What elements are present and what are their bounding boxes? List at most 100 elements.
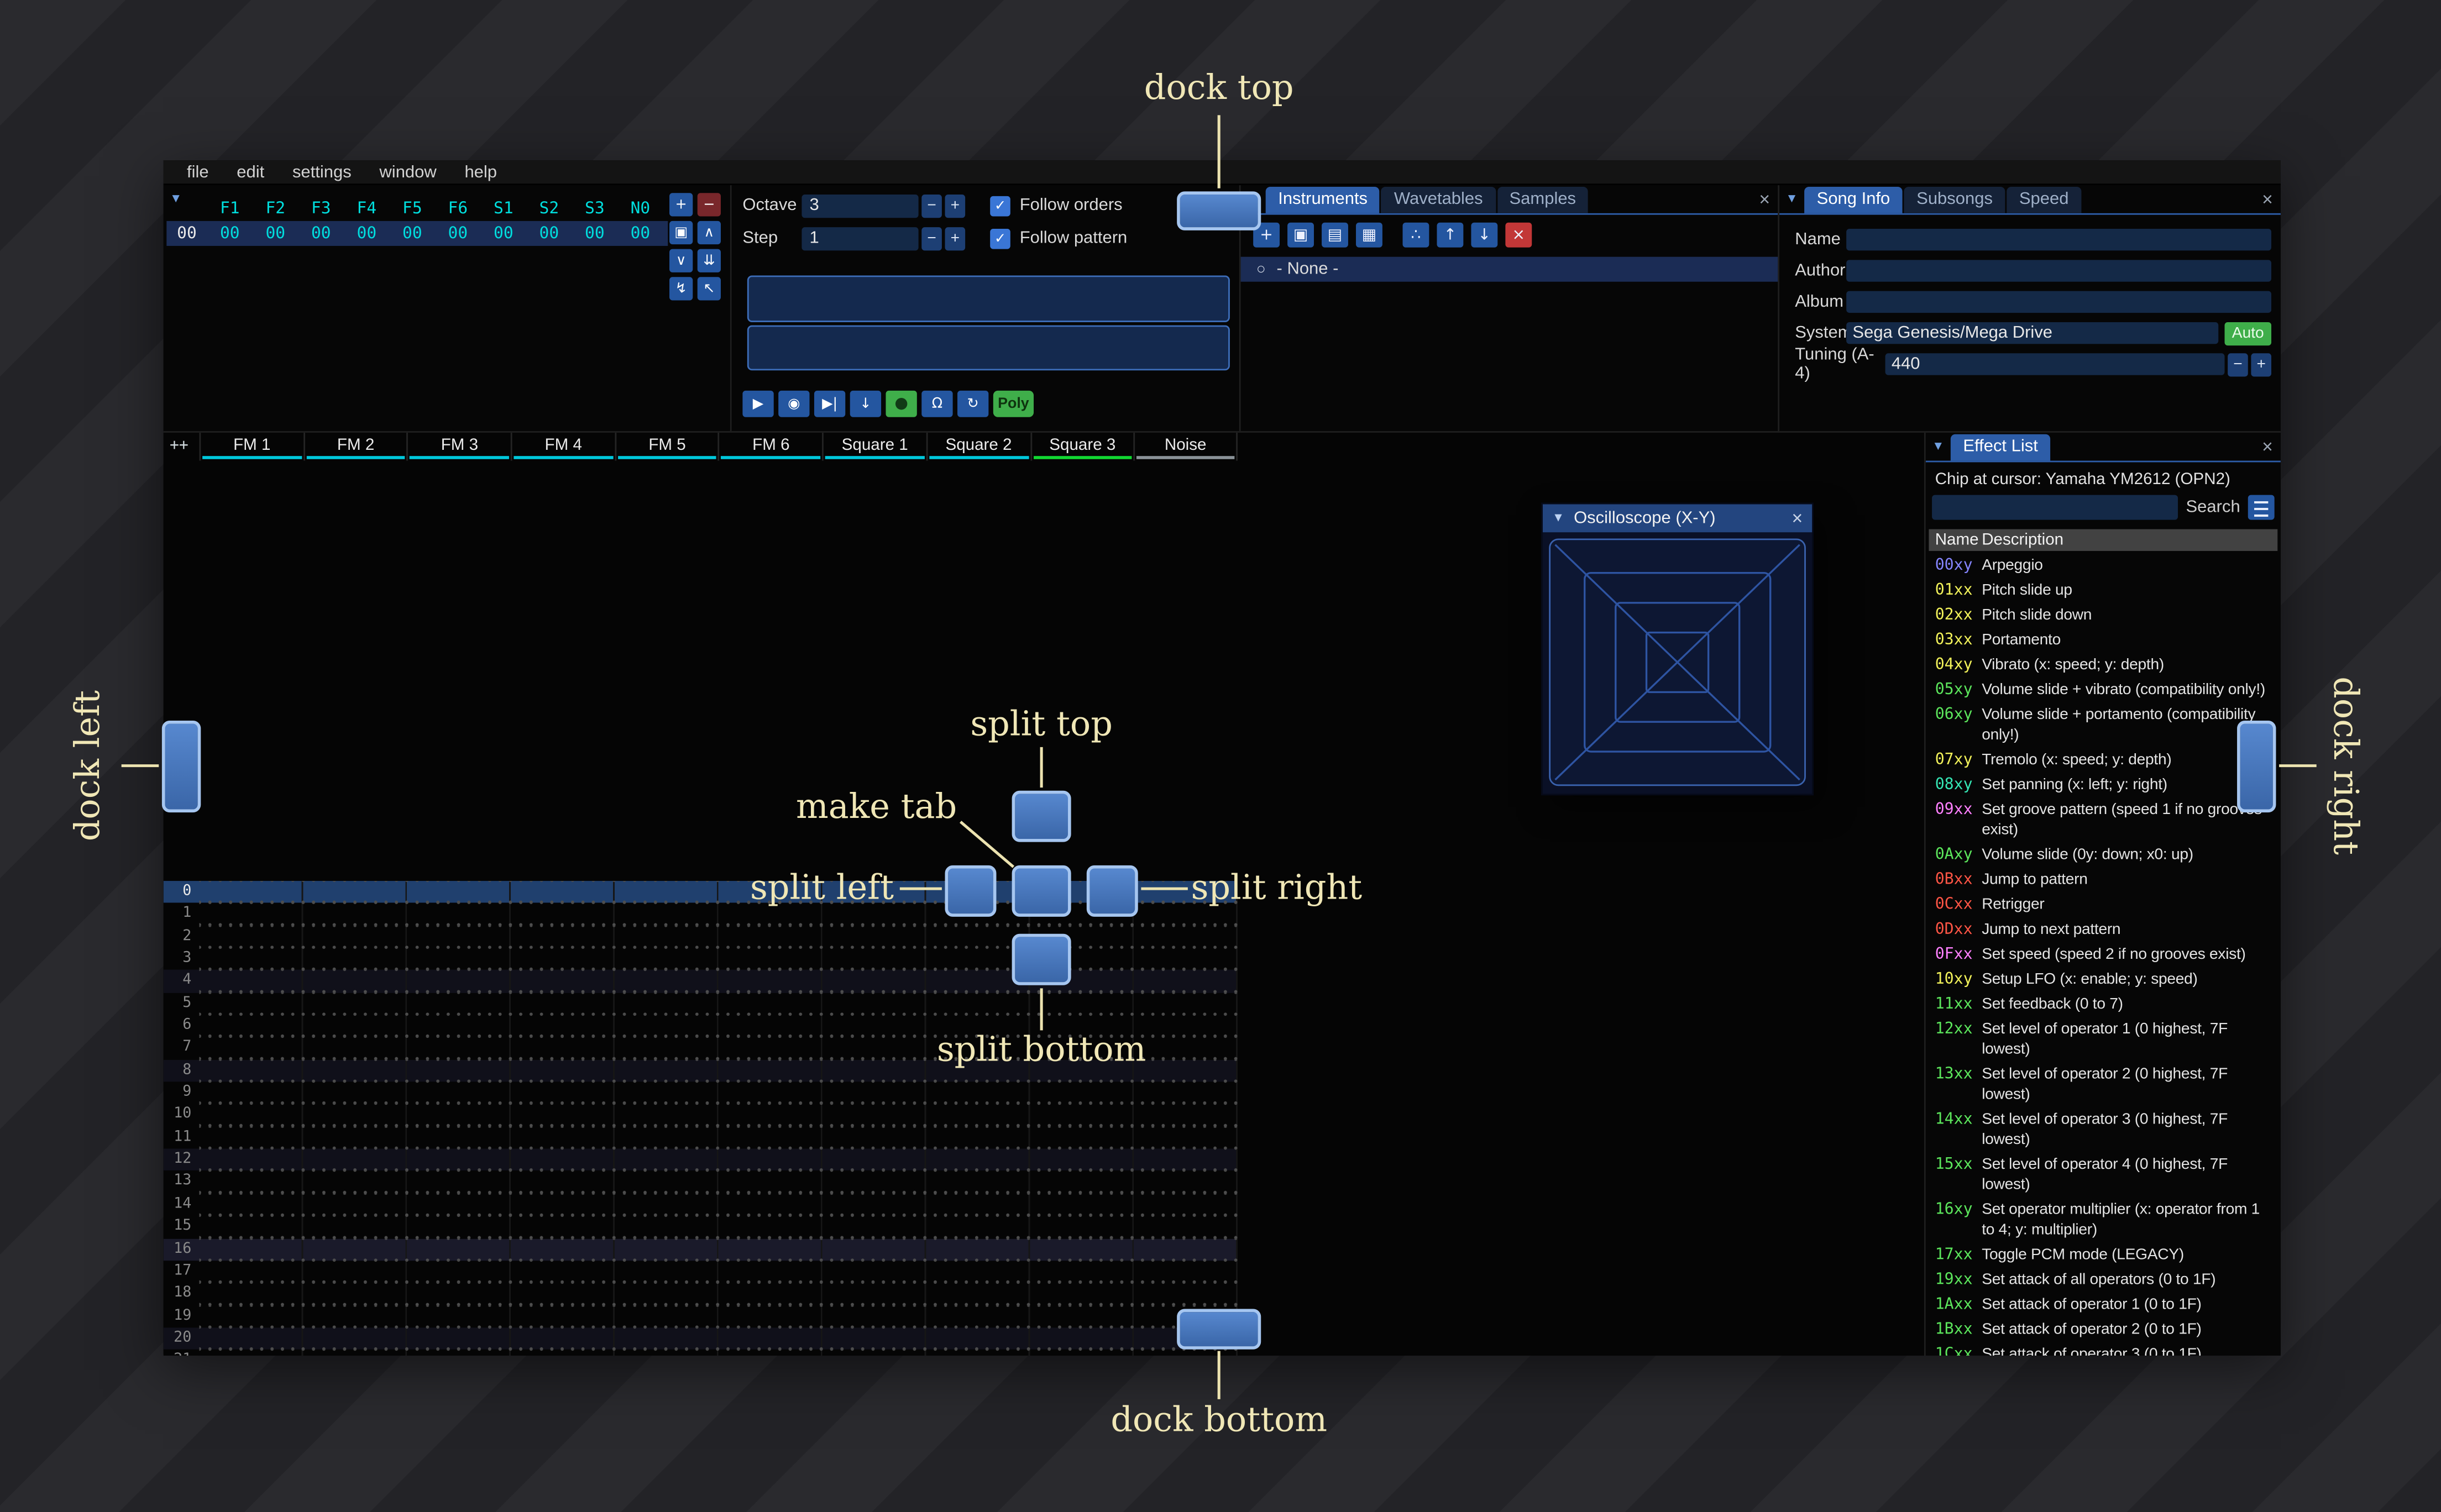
pattern-row-cells[interactable] [199,1305,1238,1327]
channel-header-square-2[interactable]: Square 2 [926,432,1030,461]
dock-target-right[interactable] [2237,720,2276,813]
channel-header-fm-3[interactable]: FM 3 [407,432,511,461]
instruments-close-button[interactable]: × [1759,188,1770,211]
author-field[interactable] [1846,260,2272,282]
step-increase-button[interactable]: + [945,226,966,250]
pattern-row-cells[interactable] [199,1059,1238,1082]
menu-edit[interactable]: edit [237,162,265,182]
octave-decrease-button[interactable]: − [921,193,942,217]
pattern-row-17[interactable]: 17 [164,1260,1238,1283]
tab-instruments[interactable]: Instruments [1265,186,1380,213]
metronome-button[interactable]: Ω [921,390,953,417]
split-target-left[interactable] [945,865,997,917]
pattern-row-20[interactable]: 20 [163,1327,1238,1350]
pattern-row-11[interactable]: 11 [164,1126,1238,1149]
tab-effect-list[interactable]: Effect List [1950,434,2051,461]
auto-system-button[interactable]: Auto [2224,321,2272,345]
channel-header-fm-6[interactable]: FM 6 [718,432,823,461]
name-field[interactable] [1846,229,2272,251]
pattern-row-14[interactable]: 14 [164,1193,1238,1216]
channel-header-fm-4[interactable]: FM 4 [510,432,615,461]
step-input[interactable] [802,226,919,250]
pattern-row-0[interactable]: 0 [163,881,1238,904]
song-info-collapse-button[interactable]: ▼ [1785,191,1798,206]
pattern-row-cells[interactable] [199,881,1238,904]
pattern-row-cells[interactable] [199,1238,1238,1261]
dock-target-bottom[interactable] [1177,1309,1261,1350]
pattern-row-cells[interactable] [199,1082,1238,1105]
move-instrument-up-button[interactable]: ↑ [1437,222,1464,248]
menu-help[interactable]: help [464,162,497,182]
menu-file[interactable]: file [186,162,209,182]
menu-window[interactable]: window [379,162,437,182]
channel-header-fm-5[interactable]: FM 5 [614,432,719,461]
oscilloscope-collapse-button[interactable]: ▼ [1552,510,1565,525]
play-button[interactable]: ▶ [742,390,774,417]
step-one-row-button[interactable]: ↓ [850,390,882,417]
pattern-row-8[interactable]: 8 [163,1059,1238,1082]
add-order-button[interactable]: + [669,193,693,217]
pattern-row-cells[interactable] [199,1350,1238,1356]
stop-button[interactable]: ◉ [778,390,810,417]
pattern-row-cells[interactable] [199,1015,1238,1037]
system-field[interactable] [1846,322,2219,344]
pattern-row-cells[interactable] [199,1148,1238,1172]
tab-subsongs[interactable]: Subsongs [1904,186,2005,213]
edit-toggle-button[interactable]: ● [886,390,917,417]
move-order-up-button[interactable]: ∧ [697,221,721,245]
repeat-pattern-button[interactable]: ↻ [957,390,989,417]
effect-list-collapse-button[interactable]: ▼ [1932,439,1945,453]
channel-header-noise[interactable]: Noise [1133,432,1238,461]
pattern-row-7[interactable]: 7 [164,1037,1238,1060]
save-instrument-button[interactable]: ▦ [1356,222,1382,248]
tab-song-info[interactable]: Song Info [1804,186,1903,213]
pattern-row-16[interactable]: 16 [163,1238,1238,1261]
make-tab-target[interactable] [1012,865,1071,917]
order-cell-s2[interactable]: 00 [539,224,559,243]
pattern-row-cells[interactable] [199,1037,1238,1060]
pattern-row-3[interactable]: 3 [164,948,1238,970]
remove-order-button[interactable]: − [697,193,721,217]
pattern-row-18[interactable]: 18 [164,1283,1238,1305]
follow-orders-checkbox[interactable]: ✓ [990,195,1010,216]
pattern-row-12[interactable]: 12 [163,1148,1238,1172]
order-cell-f5[interactable]: 00 [402,224,422,243]
pattern-row-cells[interactable] [199,1327,1238,1350]
hamburger-menu-icon[interactable] [2248,495,2275,520]
move-order-down-button[interactable]: ∨ [669,249,693,272]
pattern-row-15[interactable]: 15 [164,1215,1238,1238]
add-instrument-button[interactable]: + [1253,222,1280,248]
octave-increase-button[interactable]: + [945,193,966,217]
follow-pattern-checkbox[interactable]: ✓ [990,228,1010,249]
effect-search-input[interactable] [1932,495,2178,520]
toggle-folders-button[interactable]: ∴ [1402,222,1429,248]
pattern-row-cells[interactable] [199,1104,1238,1127]
split-target-right[interactable] [1086,865,1138,917]
order-cell-f2[interactable]: 00 [265,224,286,243]
delete-instrument-button[interactable]: × [1505,222,1532,248]
dock-target-top[interactable] [1177,191,1261,230]
order-cell-f6[interactable]: 00 [448,224,468,243]
pattern-row-cells[interactable] [199,1193,1238,1216]
duplicate-order-end-button[interactable]: ⇊ [697,249,721,272]
step-decrease-button[interactable]: − [921,226,942,250]
tab-wavetables[interactable]: Wavetables [1381,186,1496,213]
open-instrument-button[interactable]: ▤ [1322,222,1348,248]
pattern-row-5[interactable]: 5 [164,993,1238,1015]
expand-channels-button[interactable]: ++ [169,437,188,455]
order-cell-f1[interactable]: 00 [219,224,240,243]
order-cell-f4[interactable]: 00 [357,224,377,243]
pattern-row-4[interactable]: 4 [163,970,1238,993]
